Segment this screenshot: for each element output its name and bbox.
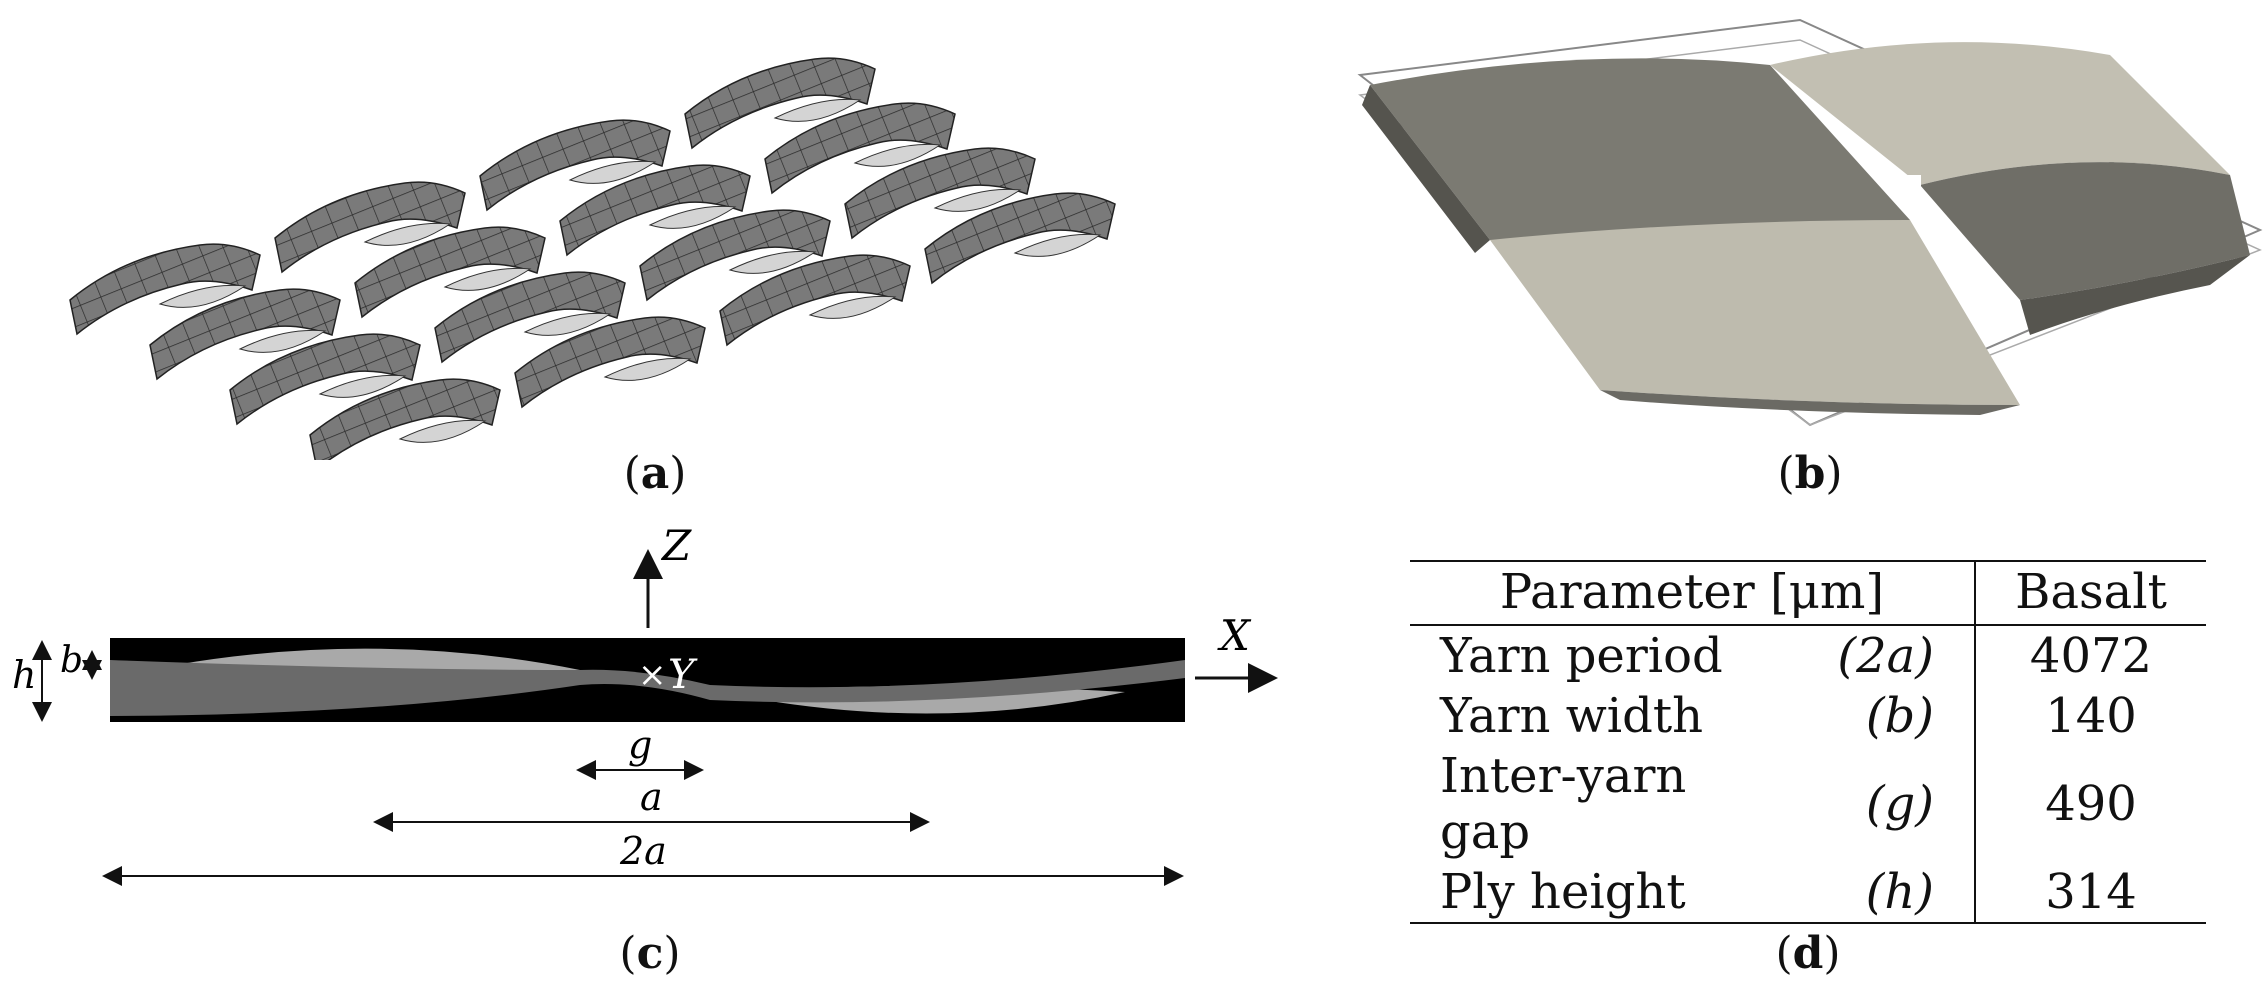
mesh-yarn-segment: [764, 102, 956, 195]
mesh-yarn-cross-section: [773, 98, 862, 122]
yarn-dark-right: [1920, 162, 2250, 300]
mesh-yarn-segment: [479, 119, 671, 212]
mesh-yarn-cross-section: [1013, 233, 1102, 257]
mesh-yarn-segment: [844, 147, 1036, 240]
mesh-yarn-cross-section: [443, 267, 532, 291]
mesh-yarn-segment: [149, 288, 341, 381]
mesh-yarn-cross-section: [933, 188, 1022, 212]
row-name: Yarn width: [1440, 688, 1704, 744]
mesh-yarn-cross-section: [238, 329, 327, 353]
y-axis-label: Y: [668, 652, 698, 698]
mesh-yarn-segment: [69, 243, 261, 336]
panel-b-unit-cell: [1357, 18, 2263, 427]
mesh-yarn-cross-section: [398, 419, 487, 443]
mesh-yarn-cross-section: [808, 295, 897, 319]
caption-b: (b): [1777, 448, 1843, 499]
y-marker: ×: [638, 655, 667, 695]
twoa-label: 2a: [619, 829, 667, 873]
table-row: Yarn width (b) 140: [1410, 686, 2206, 746]
mesh-yarn-segment: [309, 378, 501, 460]
mesh-yarn-cross-section: [603, 357, 692, 381]
table-row: Inter-yarn gap (g) 490: [1410, 746, 2206, 862]
table-row: Ply height (h) 314: [1410, 862, 2206, 923]
mesh-yarn-cross-section: [568, 160, 657, 184]
b-label: b: [60, 640, 83, 681]
panel-c-cross-section: Z X × Y h b g a 2a: [12, 521, 1278, 886]
caption-c: (c): [619, 928, 681, 979]
mesh-yarn-segment: [274, 181, 466, 274]
center-gap: [1895, 175, 1921, 195]
row-symbol: (b): [1865, 688, 1934, 744]
yarn-dark-left: [1370, 58, 1910, 245]
yarn-wave: [110, 660, 1185, 716]
mesh-yarn-segment: [719, 254, 911, 347]
mesh-yarn-segment: [559, 164, 751, 257]
mesh-yarns: [69, 57, 1116, 460]
row-symbol: (2a): [1837, 628, 1934, 684]
row-symbol: (h): [1865, 864, 1934, 920]
mesh-yarn-segment: [354, 226, 546, 319]
mesh-yarn-segment: [684, 57, 876, 150]
mesh-yarn-cross-section: [318, 374, 407, 398]
mesh-yarn-cross-section: [728, 250, 817, 274]
row-value: 490: [1974, 746, 2206, 862]
mesh-yarn-cross-section: [363, 222, 452, 246]
a-label: a: [640, 775, 663, 819]
row-name: Inter-yarn gap: [1440, 748, 1687, 860]
table-header-row: Parameter [μm] Basalt: [1410, 560, 2206, 626]
row-value: 140: [1974, 686, 2206, 746]
mesh-yarn-segment: [434, 271, 626, 364]
yarn-light-top: [1770, 42, 2230, 186]
mesh-yarn-cross-section: [158, 284, 247, 308]
h-label: h: [12, 653, 36, 697]
row-symbol: (g): [1865, 776, 1934, 832]
mesh-yarn-cross-section: [648, 205, 737, 229]
g-label: g: [628, 723, 652, 767]
row-name: Ply height: [1440, 864, 1686, 920]
mesh-yarn-cross-section: [523, 312, 612, 336]
row-value: 314: [1974, 862, 2206, 923]
row-value: 4072: [1974, 625, 2206, 686]
yarn-light-bottom: [1490, 220, 2020, 405]
mesh-yarn-cross-section: [853, 143, 942, 167]
caption-d: (d): [1775, 928, 1841, 979]
table-row: Yarn period (2a) 4072: [1410, 625, 2206, 686]
mesh-yarn-segment: [639, 209, 831, 302]
parameters-table: Parameter [μm] Basalt Yarn period (2a) 4…: [1410, 560, 2206, 924]
x-axis-label: X: [1217, 611, 1252, 660]
mesh-yarn-segment: [924, 192, 1116, 285]
caption-a: (a): [623, 448, 687, 499]
row-name: Yarn period: [1440, 628, 1723, 684]
mesh-yarn-segment: [514, 316, 706, 409]
mesh-yarn-segment: [229, 333, 421, 426]
table-top-rule: [1410, 560, 2206, 562]
header-parameter: Parameter [μm]: [1410, 560, 1975, 626]
z-axis-label: Z: [660, 521, 692, 570]
panel-a-woven-mesh: [69, 57, 1116, 460]
header-basalt: Basalt: [1974, 560, 2206, 626]
